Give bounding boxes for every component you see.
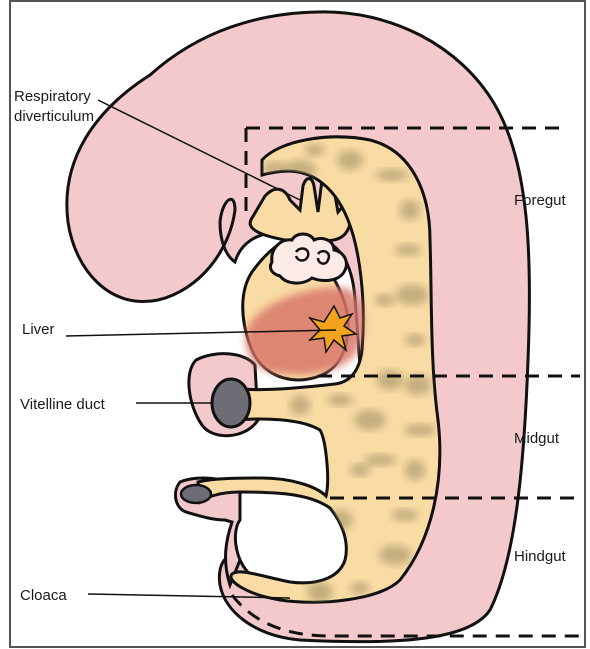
gut-speckle xyxy=(392,509,418,521)
liver-label: Liver xyxy=(22,321,55,338)
gut-speckle xyxy=(350,582,370,594)
cloaca-label: Cloaca xyxy=(20,587,67,604)
gut-speckle xyxy=(307,582,333,602)
gut-speckle xyxy=(327,394,353,406)
gut-speckle xyxy=(400,200,420,220)
foregut-label: Foregut xyxy=(514,192,567,209)
gut-speckle xyxy=(395,244,421,256)
gut-speckle xyxy=(376,169,408,181)
gut-speckle xyxy=(375,294,395,306)
gut-speckle xyxy=(284,434,316,446)
respiratory-label-line1: Respiratory xyxy=(14,88,91,105)
hindgut-oval xyxy=(181,485,211,503)
gut-speckle xyxy=(405,460,425,480)
vitelline-duct-oval xyxy=(212,379,250,427)
gut-speckle xyxy=(305,144,325,156)
gut-speckle xyxy=(364,454,396,466)
gut-speckle xyxy=(396,285,428,305)
gut-speckle xyxy=(377,370,403,390)
gut-speckle xyxy=(405,375,431,395)
gut-speckle xyxy=(337,150,363,170)
gut-speckle xyxy=(404,424,436,436)
gut-speckle xyxy=(405,334,425,346)
gut-speckle xyxy=(244,494,276,506)
respiratory-label-line2: diverticulum xyxy=(14,108,94,125)
gut-speckle xyxy=(350,464,370,476)
hindgut-label: Hindgut xyxy=(514,548,567,565)
gut-speckle xyxy=(290,395,310,415)
gut-speckle xyxy=(379,545,411,565)
gut-speckle xyxy=(354,410,386,430)
vitelline-duct-label: Vitelline duct xyxy=(20,396,106,413)
midgut-label: Midgut xyxy=(514,430,560,447)
